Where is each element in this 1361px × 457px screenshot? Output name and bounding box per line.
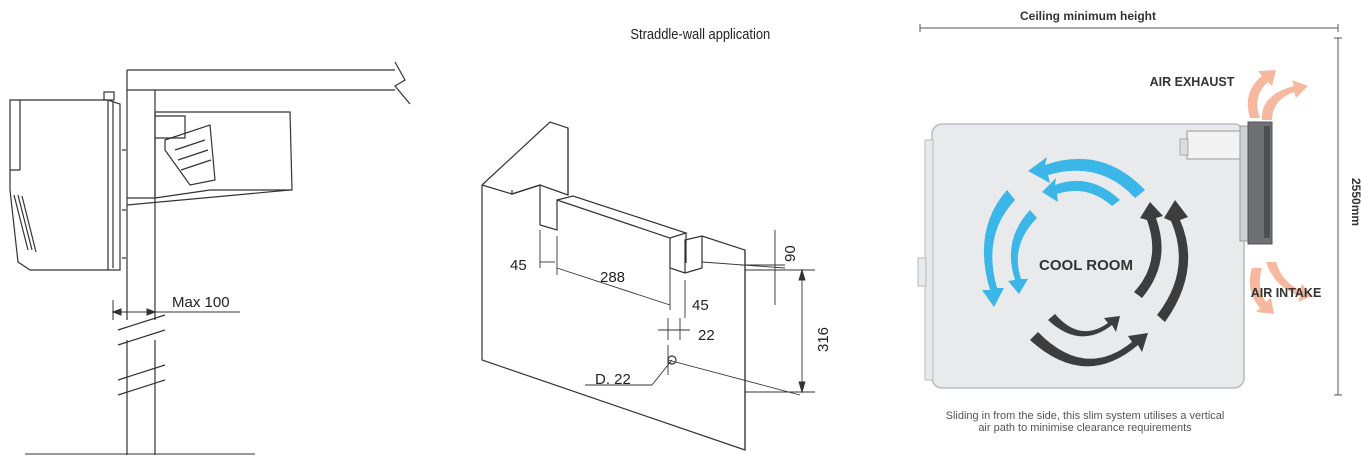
dim-22: 22 (698, 327, 715, 344)
dim-316: 316 (815, 327, 832, 352)
max-100-label: Max 100 (172, 294, 230, 311)
airflow-caption: Sliding in from the side, this slim syst… (945, 410, 1225, 434)
airflow-diagram: Ceiling minimum height 2550mm (880, 0, 1361, 457)
cool-air-arrows (982, 157, 1145, 307)
wall-mount-section-drawing: Max 100 (9, 61, 411, 455)
evaporator-unit (1179, 121, 1273, 245)
dim-45-left: 45 (510, 257, 527, 274)
dim-d22: D. 22 (595, 371, 631, 388)
wall-mount-section-diagram: Max 100 (0, 0, 440, 457)
warm-air-arrows (1247, 70, 1312, 314)
return-air-arrows (1030, 200, 1189, 367)
dim-90: 90 (782, 245, 799, 262)
straddle-wall-drawing: 45 288 45 22 D. 22 90 316 (481, 121, 832, 451)
air-exhaust-label: AIR EXHAUST (1150, 75, 1235, 89)
cool-room-label: COOL ROOM (1039, 257, 1133, 274)
air-intake-label: AIR INTAKE (1251, 286, 1322, 300)
straddle-wall-diagram: Straddle-wall application (440, 0, 880, 457)
straddle-wall-title: Straddle-wall application (630, 26, 771, 43)
height-2550-label: 2550mm (1349, 178, 1361, 226)
airflow-drawing: Ceiling minimum height 2550mm (917, 9, 1361, 396)
ceiling-min-height-label: Ceiling minimum height (1020, 9, 1156, 23)
dim-288: 288 (600, 269, 625, 286)
dim-45-right: 45 (692, 297, 709, 314)
